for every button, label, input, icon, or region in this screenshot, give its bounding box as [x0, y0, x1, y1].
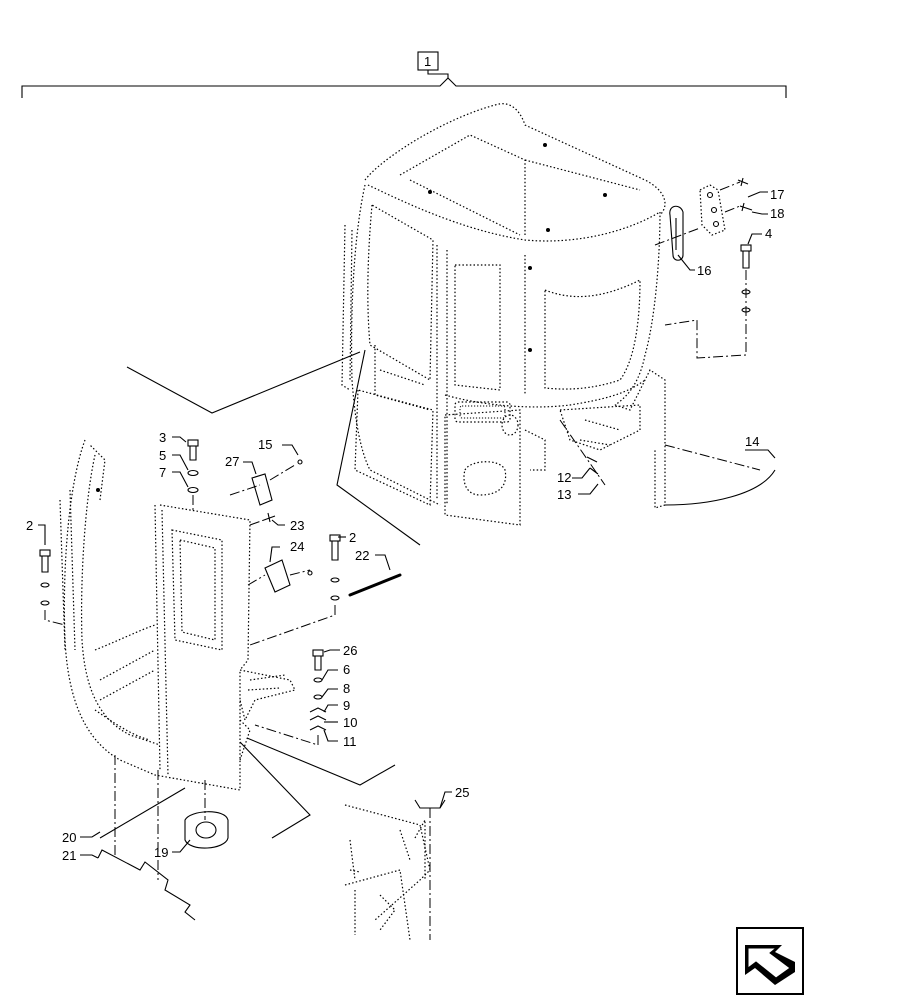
strip-20: [99, 787, 186, 839]
callout-2-left: 2: [26, 518, 33, 533]
cab-door: [59, 439, 296, 791]
callout-14: 14: [745, 434, 759, 449]
callout-20: 20: [62, 830, 76, 845]
callout-24: 24: [290, 539, 304, 554]
callout-15: 15: [258, 437, 272, 452]
callout-10: 10: [343, 715, 357, 730]
callout-11: 11: [343, 734, 357, 749]
seal-strip: [664, 469, 776, 506]
assembly-bracket: [21, 51, 787, 98]
callout-13: 13: [557, 487, 571, 502]
latch-assembly: [654, 177, 753, 261]
callout-3: 3: [159, 430, 166, 445]
callout-2-right: 2: [349, 530, 356, 545]
assembly-label: 1: [424, 54, 431, 69]
callout-9: 9: [343, 698, 350, 713]
callout-4: 4: [765, 226, 772, 241]
bolt-26-stack: [254, 649, 327, 746]
plate-24: [264, 559, 291, 593]
callout-19: 19: [154, 845, 168, 860]
cab-main: [341, 103, 666, 526]
callout-25: 25: [455, 785, 469, 800]
callout-5: 5: [159, 448, 166, 463]
callout-17: 17: [770, 187, 784, 202]
frame-detail: [344, 799, 446, 941]
bracket-21: [97, 849, 196, 921]
callout-12: 12: [557, 470, 571, 485]
roller-19: [184, 811, 229, 849]
bolt-3-stack: [187, 439, 199, 510]
bolt-4: [664, 244, 752, 359]
callout-26: 26: [343, 643, 357, 658]
callout-16: 16: [697, 263, 711, 278]
navigation-arrow-icon[interactable]: [736, 927, 804, 995]
bolt-2-right: [249, 534, 341, 646]
callout-23: 23: [290, 518, 304, 533]
plate-27: [251, 473, 273, 506]
bolt-2-left: [39, 549, 66, 626]
callout-6: 6: [343, 662, 350, 677]
callout-8: 8: [343, 681, 350, 696]
callout-7: 7: [159, 465, 166, 480]
callout-21: 21: [62, 848, 76, 863]
bar-22: [348, 573, 402, 597]
callout-27: 27: [225, 454, 239, 469]
callout-18: 18: [770, 206, 784, 221]
callout-22: 22: [355, 548, 369, 563]
